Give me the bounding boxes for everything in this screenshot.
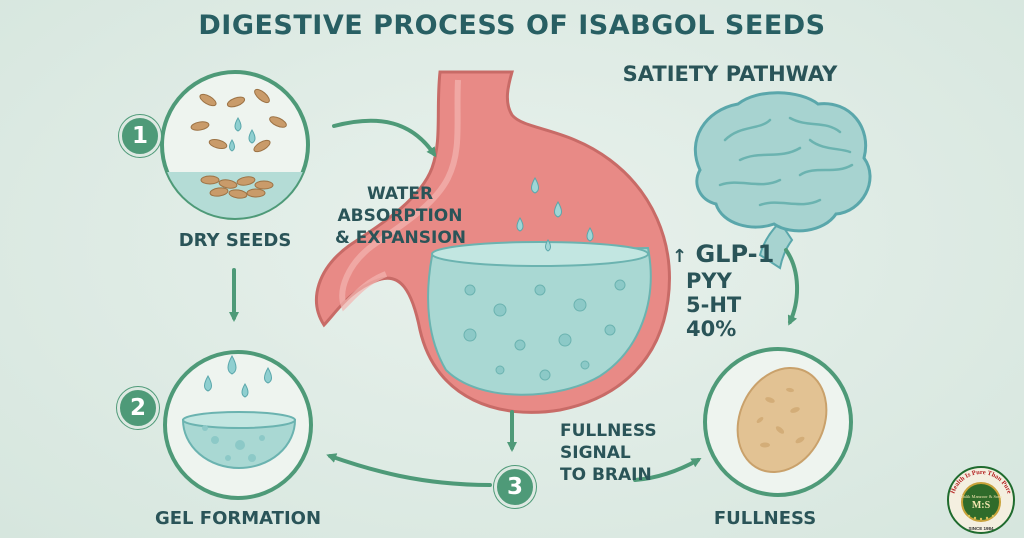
dry-seeds-label: DRY SEEDS: [178, 230, 292, 251]
5ht-hormone: 5-HT: [686, 293, 742, 317]
gel-formation-illustration: [163, 350, 313, 500]
arrow-brain-to-fullness: [784, 248, 800, 326]
hormone-list: ↑ GLP-1 PYY 5-HT 40%: [672, 242, 774, 341]
water-absorption-label: WATER ABSORPTION & EXPANSION: [335, 183, 466, 249]
fullness-signal-line-1: FULLNESS: [560, 421, 657, 441]
svg-text:Malik Manzoor & Sons: Malik Manzoor & Sons: [960, 494, 1003, 499]
brain-illustration: [694, 91, 872, 270]
fullness-signal-line-3: TO BRAIN: [560, 465, 652, 485]
arrow-signal-to-fullness: [633, 458, 702, 482]
water-absorption-line-1: WATER: [366, 184, 434, 204]
step-1-badge: 1: [119, 115, 161, 157]
gel-formation-label: GEL FORMATION: [154, 508, 322, 529]
fullness-label: FULLNESS: [713, 508, 817, 529]
arrow-step3-to-gel: [326, 453, 492, 487]
arrow-seeds-to-stomach: [332, 118, 437, 158]
fullness-signal-label: FULLNESS SIGNAL TO BRAIN: [560, 420, 670, 486]
svg-text:M:S: M:S: [972, 500, 991, 511]
step-2-badge: 2: [117, 387, 159, 429]
brand-seal-logo: Health Is Pure Than Pure Malik Manzoor &…: [947, 466, 1015, 534]
dry-seeds-illustration: [160, 70, 310, 220]
step-3-badge: 3: [494, 466, 536, 508]
fullness-signal-line-2: SIGNAL: [560, 443, 631, 463]
pyy-hormone: PYY: [686, 269, 732, 293]
glp1-hormone: ↑ GLP-1: [672, 242, 774, 269]
diagram-title: DIGESTIVE PROCESS OF ISABGOL SEEDS: [198, 10, 826, 41]
svg-text:SINCE 1984: SINCE 1984: [968, 526, 994, 531]
percent-value: 40%: [686, 317, 737, 341]
water-absorption-line-3: & EXPANSION: [335, 228, 466, 248]
glp1-text: GLP-1: [695, 240, 775, 268]
fullness-illustration: [703, 347, 853, 497]
satiety-pathway-label: SATIETY PATHWAY: [622, 62, 838, 86]
water-absorption-line-2: ABSORPTION: [337, 206, 463, 226]
stomach-illustration: [315, 70, 671, 414]
up-arrow-icon: ↑: [672, 246, 688, 267]
